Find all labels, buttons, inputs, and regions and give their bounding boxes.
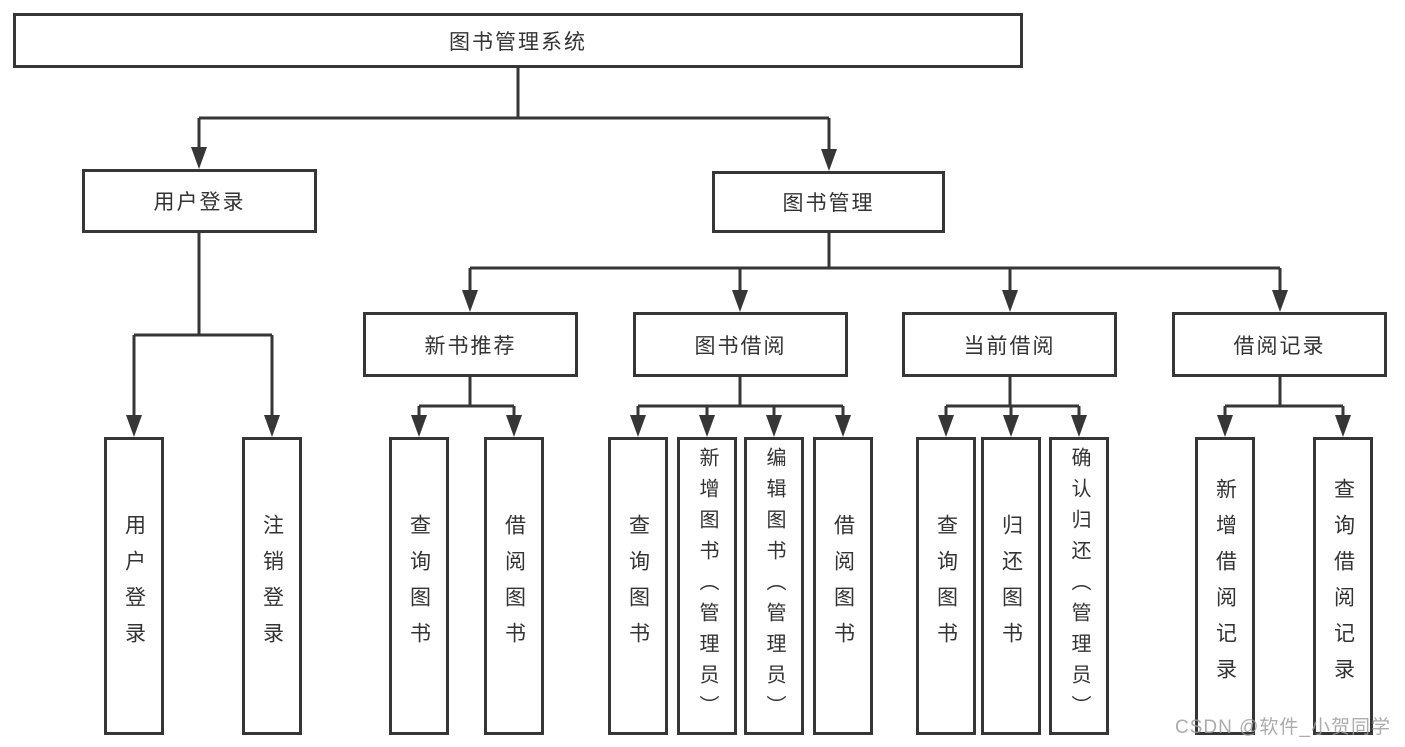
- leaf-confirm-return-admin: 确认归还（管理员）: [1049, 437, 1109, 735]
- csdn-watermark: CSDN @软件_小贺同学: [1175, 717, 1391, 738]
- node-current-borrowing: 当前借阅: [902, 312, 1117, 377]
- node-book-management: 图书管理: [712, 171, 945, 233]
- leaf-query-books-recommend: 查询图书: [389, 437, 449, 735]
- leaf-return-books: 归还图书: [981, 437, 1041, 735]
- leaf-borrow-books-borrowing: 借阅图书: [813, 437, 873, 735]
- node-new-book-recommendation: 新书推荐: [363, 312, 578, 377]
- leaf-query-books-borrowing: 查询图书: [608, 437, 668, 735]
- leaf-query-books-current: 查询图书: [916, 437, 976, 735]
- leaf-edit-books-admin: 编辑图书（管理员）: [744, 437, 804, 735]
- leaf-borrow-books-recommend: 借阅图书: [484, 437, 544, 735]
- node-book-borrowing: 图书借阅: [633, 312, 848, 377]
- leaf-user-login: 用户登录: [104, 437, 164, 735]
- node-borrowing-records: 借阅记录: [1172, 312, 1387, 377]
- leaf-add-borrow-record: 新增借阅记录: [1195, 437, 1255, 735]
- leaf-logout: 注销登录: [242, 437, 302, 735]
- node-user-login: 用户登录: [82, 169, 317, 233]
- leaf-add-books-admin: 新增图书（管理员）: [677, 437, 737, 735]
- arrowheads: [126, 147, 1351, 437]
- node-root-library-system: 图书管理系统: [13, 13, 1023, 68]
- leaf-query-borrow-record: 查询借阅记录: [1313, 437, 1373, 735]
